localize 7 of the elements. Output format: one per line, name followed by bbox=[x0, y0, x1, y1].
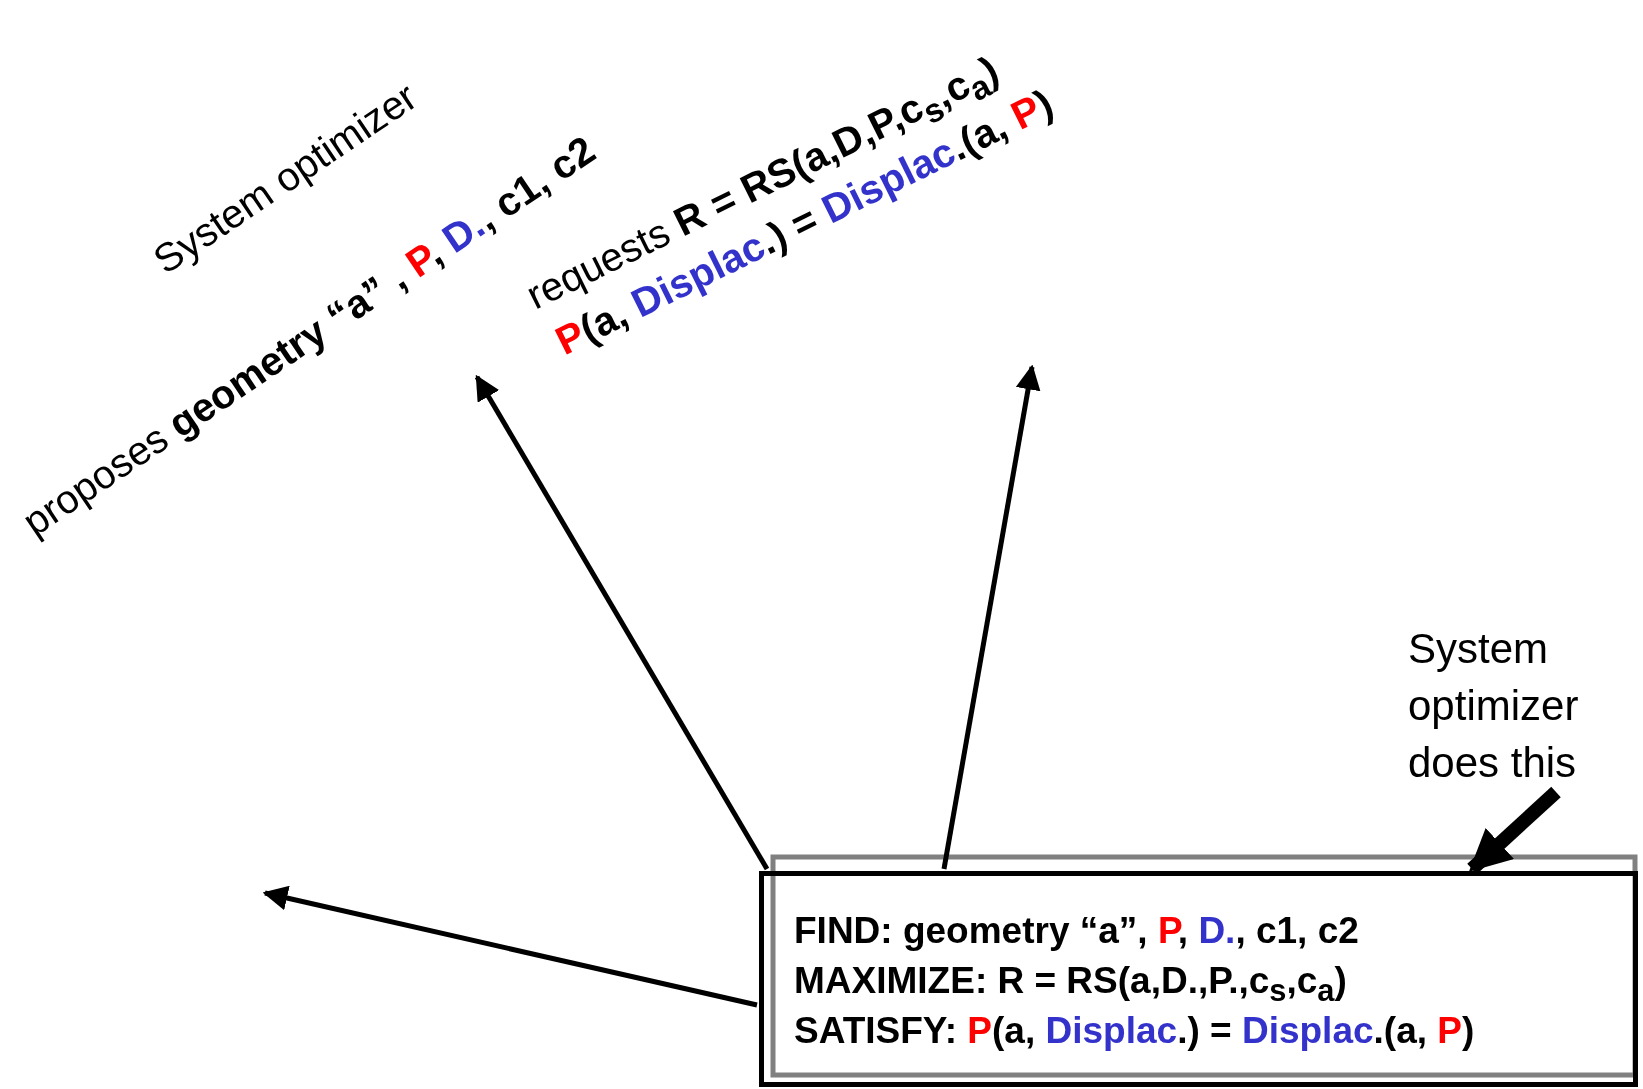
arrow bbox=[262, 885, 758, 1008]
arrow bbox=[474, 374, 770, 871]
arrow bbox=[941, 364, 1041, 870]
problem-statement-line: SATISFY: P(a, Displac.) = Displac.(a, P) bbox=[794, 1009, 1475, 1053]
problem-statement-line: MAXIMIZE: R = RS(a,D.,P.,c$_{s}$,c$_{a}$) bbox=[794, 959, 1347, 1006]
problem-statement-line: FIND: geometry “a”, P, D., c1, c2 bbox=[794, 909, 1359, 953]
annotation-text: System optimizer does this bbox=[1408, 624, 1580, 788]
